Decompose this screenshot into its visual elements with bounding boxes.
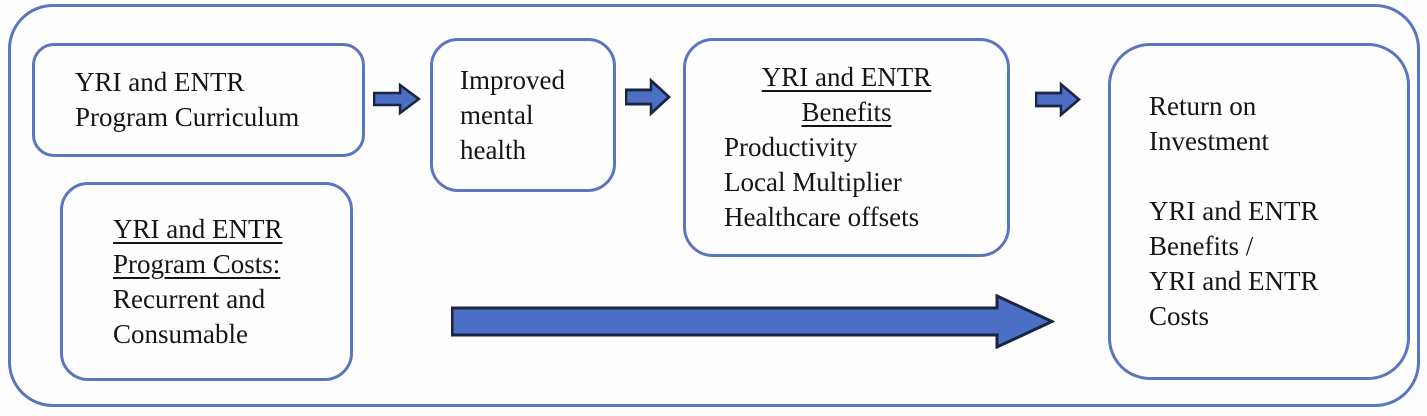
benefits-title-line-1: YRI and ENTR	[761, 62, 932, 92]
benefits-item-1: Productivity	[724, 132, 858, 162]
mental-health-line-2: mental	[460, 99, 534, 130]
roi-box: Return on Investment YRI and ENTR Benefi…	[1108, 43, 1410, 380]
roi-line-2: Investment	[1149, 126, 1269, 156]
long-arrow-right-icon	[451, 294, 1055, 349]
roi-line-4: Benefits /	[1149, 231, 1254, 261]
arrow-right-icon	[1035, 81, 1081, 118]
mental-health-line-1: Improved	[460, 64, 565, 95]
mental-health-line-3: health	[460, 134, 526, 165]
costs-line-2: Consumable	[113, 318, 248, 349]
costs-title-line-2: Program Costs:	[113, 248, 281, 279]
costs-title-line-1: YRI and ENTR	[113, 213, 283, 244]
benefits-item-3: Healthcare offsets	[724, 202, 920, 232]
costs-box: YRI and ENTR Program Costs: Recurrent an…	[60, 182, 353, 381]
diagram-outer-frame	[8, 4, 1420, 407]
curriculum-line-2: Program Curriculum	[75, 102, 300, 132]
arrow-right-icon	[625, 77, 671, 117]
curriculum-box: YRI and ENTR Program Curriculum	[32, 43, 365, 157]
costs-line-1: Recurrent and	[113, 283, 266, 314]
benefits-title-line-2: Benefits	[801, 97, 892, 127]
roi-spacer	[1149, 159, 1407, 194]
roi-line-1: Return on	[1149, 91, 1257, 121]
benefits-box: YRI and ENTR Benefits Productivity Local…	[683, 38, 1010, 257]
roi-line-3: YRI and ENTR	[1149, 196, 1319, 226]
roi-line-5: YRI and ENTR	[1149, 266, 1319, 296]
roi-line-6: Costs	[1149, 301, 1210, 331]
curriculum-line-1: YRI and ENTR	[75, 67, 245, 97]
arrow-right-icon	[373, 82, 421, 116]
mental-health-box: Improved mental health	[430, 38, 616, 192]
benefits-item-2: Local Multiplier	[724, 167, 902, 197]
